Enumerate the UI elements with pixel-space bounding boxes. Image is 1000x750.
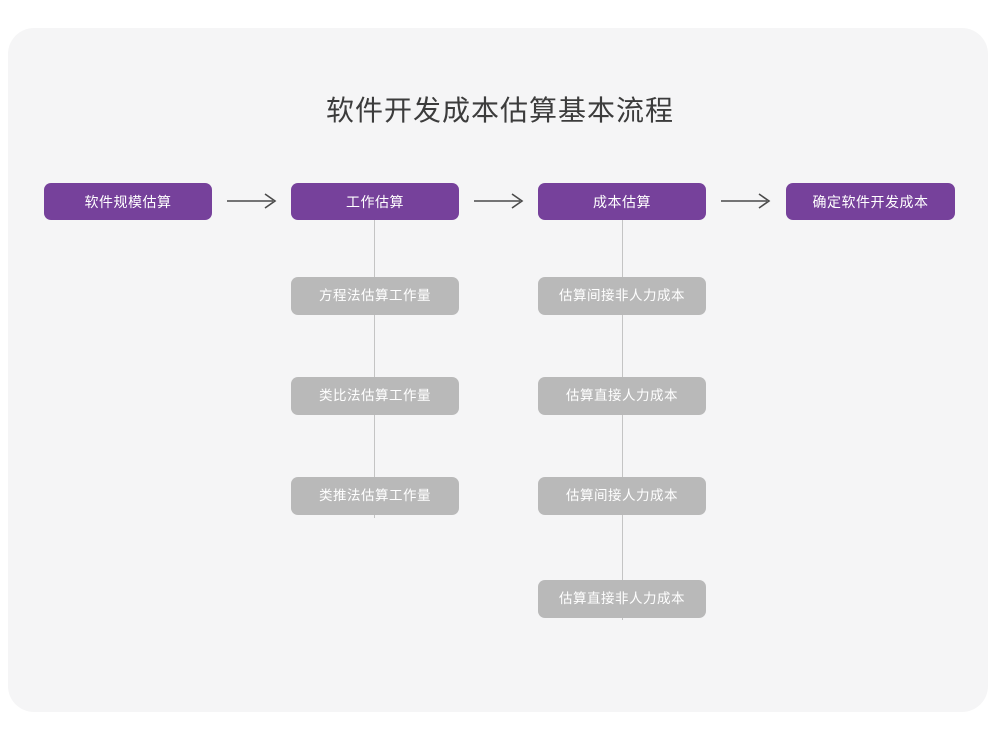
substep-node-3-2[interactable]: 估算直接人力成本	[538, 377, 706, 415]
connector-line-stage-3	[622, 218, 623, 620]
stage-node-4[interactable]: 确定软件开发成本	[786, 183, 955, 220]
substep-node-3-3[interactable]: 估算间接人力成本	[538, 477, 706, 515]
substep-node-2-1[interactable]: 方程法估算工作量	[291, 277, 459, 315]
stage-node-3[interactable]: 成本估算	[538, 183, 706, 220]
substep-node-3-1[interactable]: 估算间接非人力成本	[538, 277, 706, 315]
flow-arrow-2-icon	[471, 189, 529, 213]
substep-node-2-3[interactable]: 类推法估算工作量	[291, 477, 459, 515]
flow-arrow-3-icon	[718, 189, 776, 213]
substep-node-3-4[interactable]: 估算直接非人力成本	[538, 580, 706, 618]
connector-line-stage-2	[374, 218, 375, 518]
diagram-card	[8, 28, 988, 712]
flow-arrow-1-icon	[224, 189, 282, 213]
substep-node-2-2[interactable]: 类比法估算工作量	[291, 377, 459, 415]
stage-node-2[interactable]: 工作估算	[291, 183, 459, 220]
stage-node-1[interactable]: 软件规模估算	[44, 183, 212, 220]
page-title: 软件开发成本估算基本流程	[325, 95, 674, 126]
